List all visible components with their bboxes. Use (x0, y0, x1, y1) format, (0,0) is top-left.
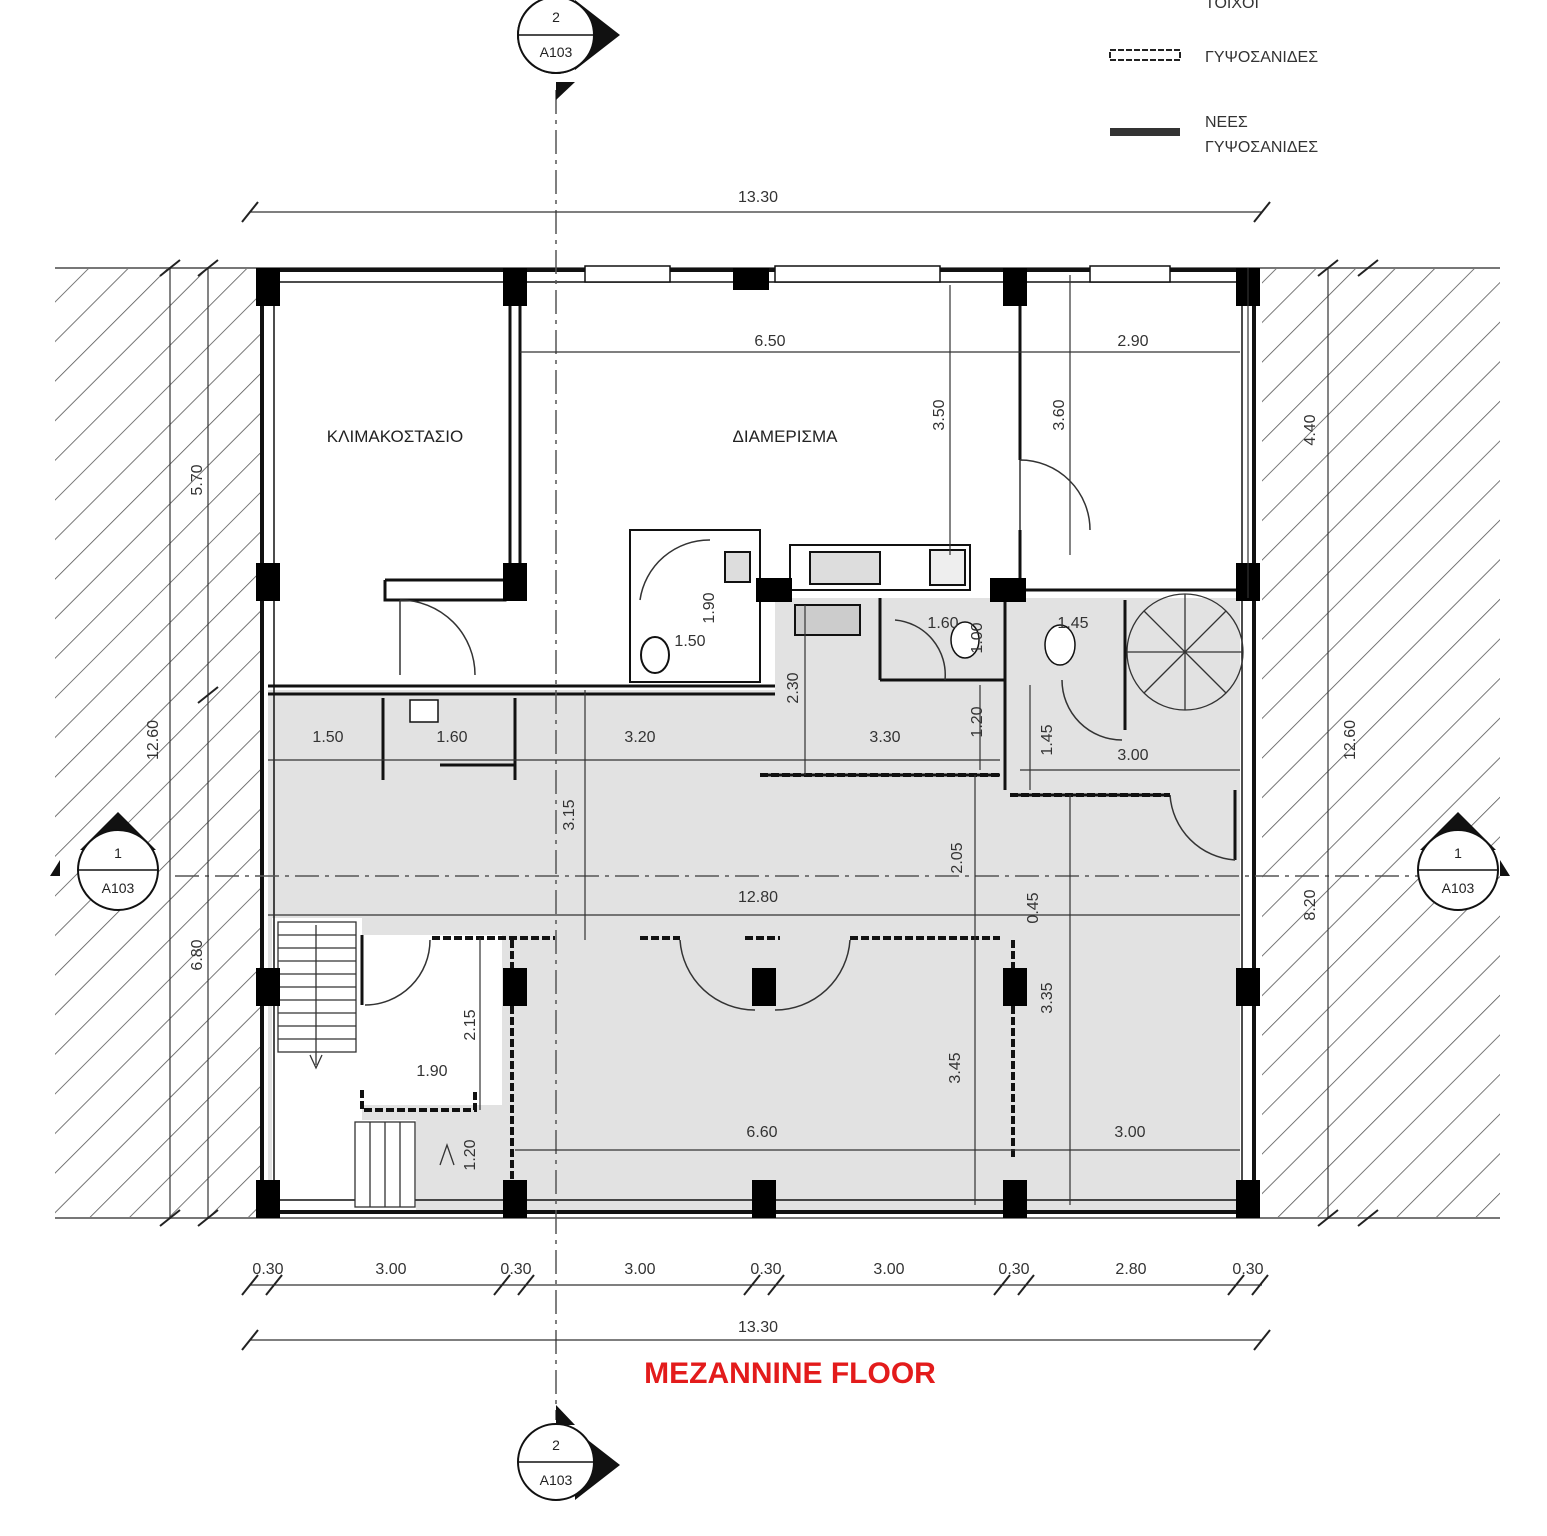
marker-bottom-number: 2 (552, 1437, 560, 1453)
dim-wc-190: 1.90 (701, 592, 718, 623)
dim-1260-left: 12.60 (145, 720, 162, 760)
legend-walls-label: ΤΟΙΧΟΙ (1205, 0, 1259, 12)
dim-160b: 1.60 (436, 729, 467, 746)
marker-bottom-sheet: A103 (540, 1472, 573, 1488)
marker-top-sheet: A103 (540, 44, 573, 60)
legend-gypsum-label: ΓΥΨΟΣΑΝΙΔΕΣ (1205, 49, 1318, 66)
dim-300b: 3.00 (1114, 1124, 1145, 1141)
dim-360: 3.60 (1051, 399, 1068, 430)
dim-330: 3.30 (869, 729, 900, 746)
dim-chain-6: 0.30 (998, 1261, 1029, 1278)
dim-570: 5.70 (189, 464, 206, 495)
dim-320: 3.20 (624, 729, 655, 746)
spiral-stair (1126, 593, 1244, 711)
marker-top-number: 2 (552, 9, 560, 25)
section-marker-right (1417, 812, 1510, 911)
dim-345: 3.45 (947, 1052, 964, 1083)
room-label-stairwell: ΚΛΙΜΑΚΟΣΤΑΣΙΟ (327, 427, 463, 446)
dim-190: 1.90 (416, 1063, 447, 1080)
dim-215: 2.15 (462, 1009, 479, 1040)
dim-230: 2.30 (785, 672, 802, 703)
corridor-fill (268, 598, 1240, 1212)
dim-120b: 1.20 (462, 1139, 479, 1170)
dim-145a: 1.45 (1057, 615, 1088, 632)
dim-chain-5: 3.00 (873, 1261, 904, 1278)
section-marker-top (517, 0, 620, 100)
dim-chain-4: 0.30 (750, 1261, 781, 1278)
dim-chain-2: 0.30 (500, 1261, 531, 1278)
marker-right-sheet: A103 (1442, 880, 1475, 896)
dim-160: 1.60 (927, 615, 958, 632)
legend-swatch-new-gypsum (1110, 128, 1180, 136)
legend-new-gypsum-label-1: ΝΕΕΣ (1205, 114, 1248, 131)
legend-swatch-gypsum (1109, 49, 1181, 61)
legend-new-gypsum-label-2: ΓΥΨΟΣΑΝΙΔΕΣ (1205, 139, 1318, 156)
dim-100: 1.00 (969, 622, 986, 653)
room-label-apartment: ΔΙΑΜΕΡΙΣΜΑ (733, 427, 839, 446)
drawing-title: MEZANNINE FLOOR (644, 1357, 936, 1390)
main-stair (277, 921, 455, 1208)
dim-440: 4.40 (1302, 414, 1319, 445)
dim-145b: 1.45 (1039, 724, 1056, 755)
dim-chain-3: 3.00 (624, 1261, 655, 1278)
dim-820: 8.20 (1302, 889, 1319, 920)
dim-chain-0: 0.30 (252, 1261, 283, 1278)
adjacent-hatch-left (55, 268, 260, 1218)
dim-150: 1.50 (312, 729, 343, 746)
dim-205: 2.05 (949, 842, 966, 873)
marker-left-number: 1 (114, 845, 122, 861)
dim-350: 3.50 (931, 399, 948, 430)
dim-660: 6.60 (746, 1124, 777, 1141)
dim-wc-150: 1.50 (674, 633, 705, 650)
dim-overall-top: 13.30 (738, 189, 778, 206)
section-marker-left (50, 812, 159, 911)
dim-1280: 12.80 (738, 889, 778, 906)
dim-300a: 3.00 (1117, 747, 1148, 764)
dim-chain-1: 3.00 (375, 1261, 406, 1278)
section-marker-bottom (517, 1405, 620, 1501)
dim-overall-bottom: 13.30 (738, 1319, 778, 1336)
legend (1109, 49, 1181, 136)
dim-120: 1.20 (969, 706, 986, 737)
dim-680: 6.80 (189, 939, 206, 970)
dim-315: 3.15 (561, 799, 578, 830)
marker-right-number: 1 (1454, 845, 1462, 861)
dim-right-room-width: 2.90 (1117, 333, 1148, 350)
marker-left-sheet: A103 (102, 880, 135, 896)
dim-1260-right: 12.60 (1342, 720, 1359, 760)
dim-chain-8: 0.30 (1232, 1261, 1263, 1278)
adjacent-hatch-right (1262, 268, 1500, 1218)
dim-045: 0.45 (1025, 892, 1042, 923)
dim-chain-7: 2.80 (1115, 1261, 1146, 1278)
dim-335: 3.35 (1039, 982, 1056, 1013)
dim-apt-width: 6.50 (754, 333, 785, 350)
